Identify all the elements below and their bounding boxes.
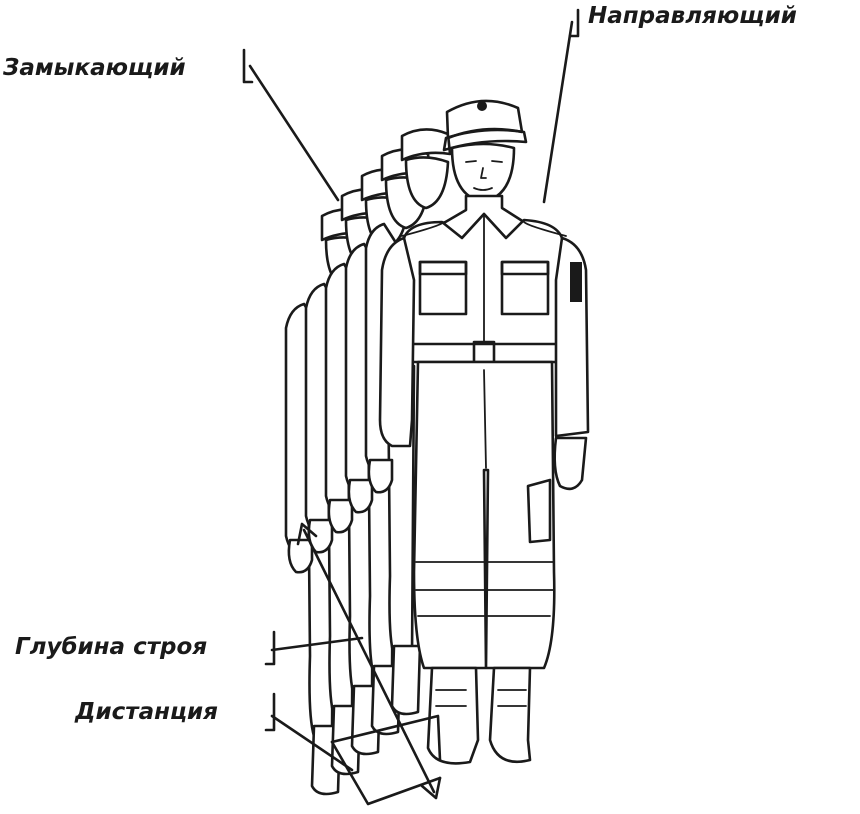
closing-label: Замыкающий (3, 55, 186, 81)
depth-label: Глубина строя (15, 634, 208, 660)
distance-pointer-line (270, 714, 354, 772)
pointer-lines (242, 8, 580, 772)
distance-bracket (264, 692, 276, 732)
closing-bracket (242, 48, 254, 84)
distance-label: Дистанция (75, 699, 218, 725)
closing-pointer-line (248, 64, 340, 202)
depth-bracket (264, 630, 276, 666)
depth-of-formation-arrow (296, 522, 442, 800)
distance-marker (330, 714, 442, 806)
leader-pointer-line (542, 20, 574, 204)
leading-soldier-figure (378, 99, 590, 765)
depth-pointer-line (270, 636, 364, 652)
leader-bracket (568, 8, 580, 38)
leader-label: Направляющий (588, 3, 797, 29)
